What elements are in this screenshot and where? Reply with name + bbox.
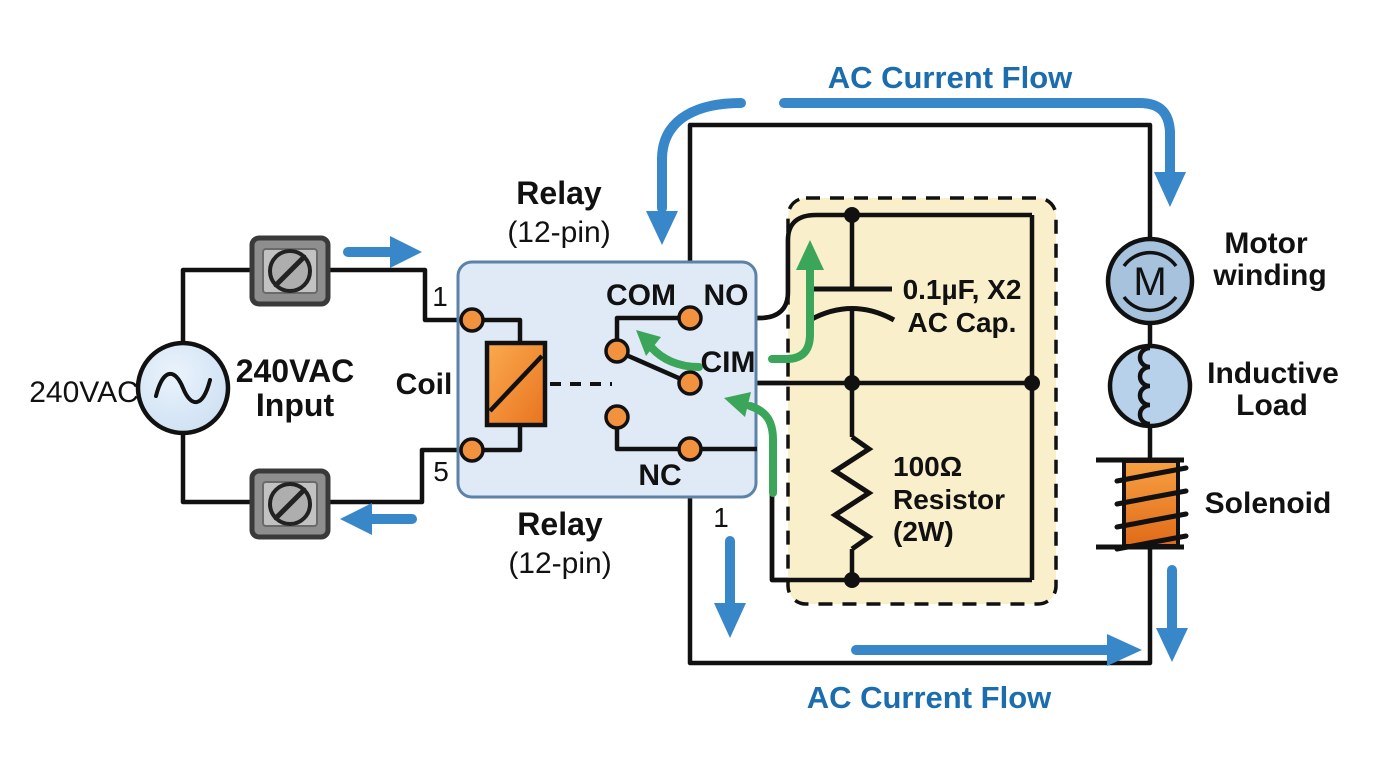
junction-dot	[844, 207, 860, 223]
flow-arrow-top-right	[779, 98, 1175, 178]
relay-pin-dot-5	[459, 437, 485, 463]
green-arrowhead-cap-up	[796, 240, 824, 270]
relay-title-top-line2: (12-pin)	[507, 216, 610, 249]
wire-pin1-bottom-run	[687, 449, 1153, 666]
wire-com-riser-top-rail	[687, 122, 1153, 318]
no-label: NO	[704, 279, 749, 312]
motor-arc-bottom	[1122, 295, 1178, 313]
ac-source	[135, 340, 231, 436]
flow-arrowhead-input-right	[390, 236, 422, 268]
solenoid-label: Solenoid	[1205, 487, 1332, 520]
nc-label: NC	[638, 459, 681, 492]
cim-label: CIM	[701, 346, 756, 379]
cap-label-line1: 0.1µF, X2	[903, 274, 1022, 305]
junction-dot	[844, 572, 860, 588]
motor-label-line1: Motor	[1224, 227, 1308, 260]
inductive-label-line1: Inductive	[1207, 357, 1339, 390]
flow-arrowhead-bottom-right	[1107, 634, 1142, 666]
input-label-line2: Input	[256, 387, 335, 423]
relay-com-no-dot	[677, 305, 703, 331]
input-label-line1: 240VAC	[236, 353, 355, 389]
resistor-label-line3: (2W)	[893, 516, 954, 547]
relay-pin-dot-1	[459, 307, 485, 333]
green-arrow-cim	[648, 344, 703, 371]
wire-coil-lead-top-2	[472, 317, 523, 343]
solenoid-windings	[1114, 465, 1189, 552]
capacitor-symbol	[808, 215, 896, 383]
wire-coil-lead-bottom-2	[472, 425, 523, 453]
relay-armature-dot	[677, 370, 703, 396]
inductive-label-line2: Load	[1236, 389, 1308, 422]
ac-flow-top-label: AC Current Flow	[828, 60, 1073, 95]
pin-1-bottom-label: 1	[713, 502, 729, 533]
green-arrowhead-cim	[636, 330, 661, 356]
wire-source-top	[180, 267, 472, 344]
relay-title-bottom-line1: Relay	[517, 506, 603, 542]
relay-nc-dot	[677, 436, 703, 462]
terminal-block-top	[249, 235, 331, 307]
relay-coil-symbol	[484, 340, 548, 428]
flow-arrowhead-down-relay	[714, 603, 746, 638]
wire-no-to-snubber-top	[690, 212, 1032, 321]
coil-label: Coil	[396, 368, 453, 401]
motor-letter: M	[1133, 260, 1166, 304]
ac-flow-arrows	[340, 98, 1188, 666]
relay-nc-stationary-dot	[604, 404, 630, 430]
relay-title-top-line1: Relay	[516, 175, 602, 211]
flow-arrowhead-down-solenoid	[1156, 628, 1188, 662]
wire-snubber-bottom-2	[769, 495, 1032, 583]
relay-internals	[459, 305, 757, 463]
junction-dot	[1024, 375, 1040, 391]
green-annotation-arrows	[636, 240, 824, 497]
terminal-block-bottom	[249, 468, 331, 540]
inductor-coil-icon	[1137, 345, 1151, 427]
motor-arc-top	[1122, 250, 1178, 268]
flow-arrowhead-top-left	[646, 211, 678, 245]
source-value-label: 240VAC	[29, 376, 139, 409]
motor-winding-symbol: M	[1105, 236, 1195, 326]
relay-pivot-dot	[604, 338, 630, 364]
green-arrowhead-snubber-return	[724, 392, 751, 417]
motor-label-line2: winding	[1212, 259, 1326, 292]
inductive-load-symbol	[1107, 343, 1193, 429]
wire-source-bottom	[180, 432, 472, 505]
cap-label-line2: AC Cap.	[908, 307, 1017, 338]
com-label: COM	[606, 279, 676, 312]
pin-5-label: 5	[433, 456, 449, 487]
green-arrow-cap-up	[768, 264, 814, 363]
relay-title-bottom-line2: (12-pin)	[508, 547, 611, 580]
pin-1-label: 1	[432, 281, 448, 312]
solenoid-symbol	[1096, 457, 1189, 552]
resistor-label-line1: 100Ω	[893, 451, 962, 482]
text-labels: 240VAC 240VAC Input Coil Relay (12-pin) …	[29, 60, 1339, 715]
ac-flow-bottom-label: AC Current Flow	[807, 680, 1052, 715]
flow-arrowhead-top-right	[1154, 172, 1186, 207]
wire-armature-2	[616, 348, 691, 386]
junction-dot	[844, 375, 860, 391]
resistor-label-line2: Resistor	[893, 484, 1005, 515]
flow-arrowhead-return-left	[340, 503, 372, 535]
sine-wave-icon	[154, 372, 212, 404]
green-arrow-snubber-return	[746, 402, 777, 497]
flow-arrow-top-left	[657, 98, 746, 213]
